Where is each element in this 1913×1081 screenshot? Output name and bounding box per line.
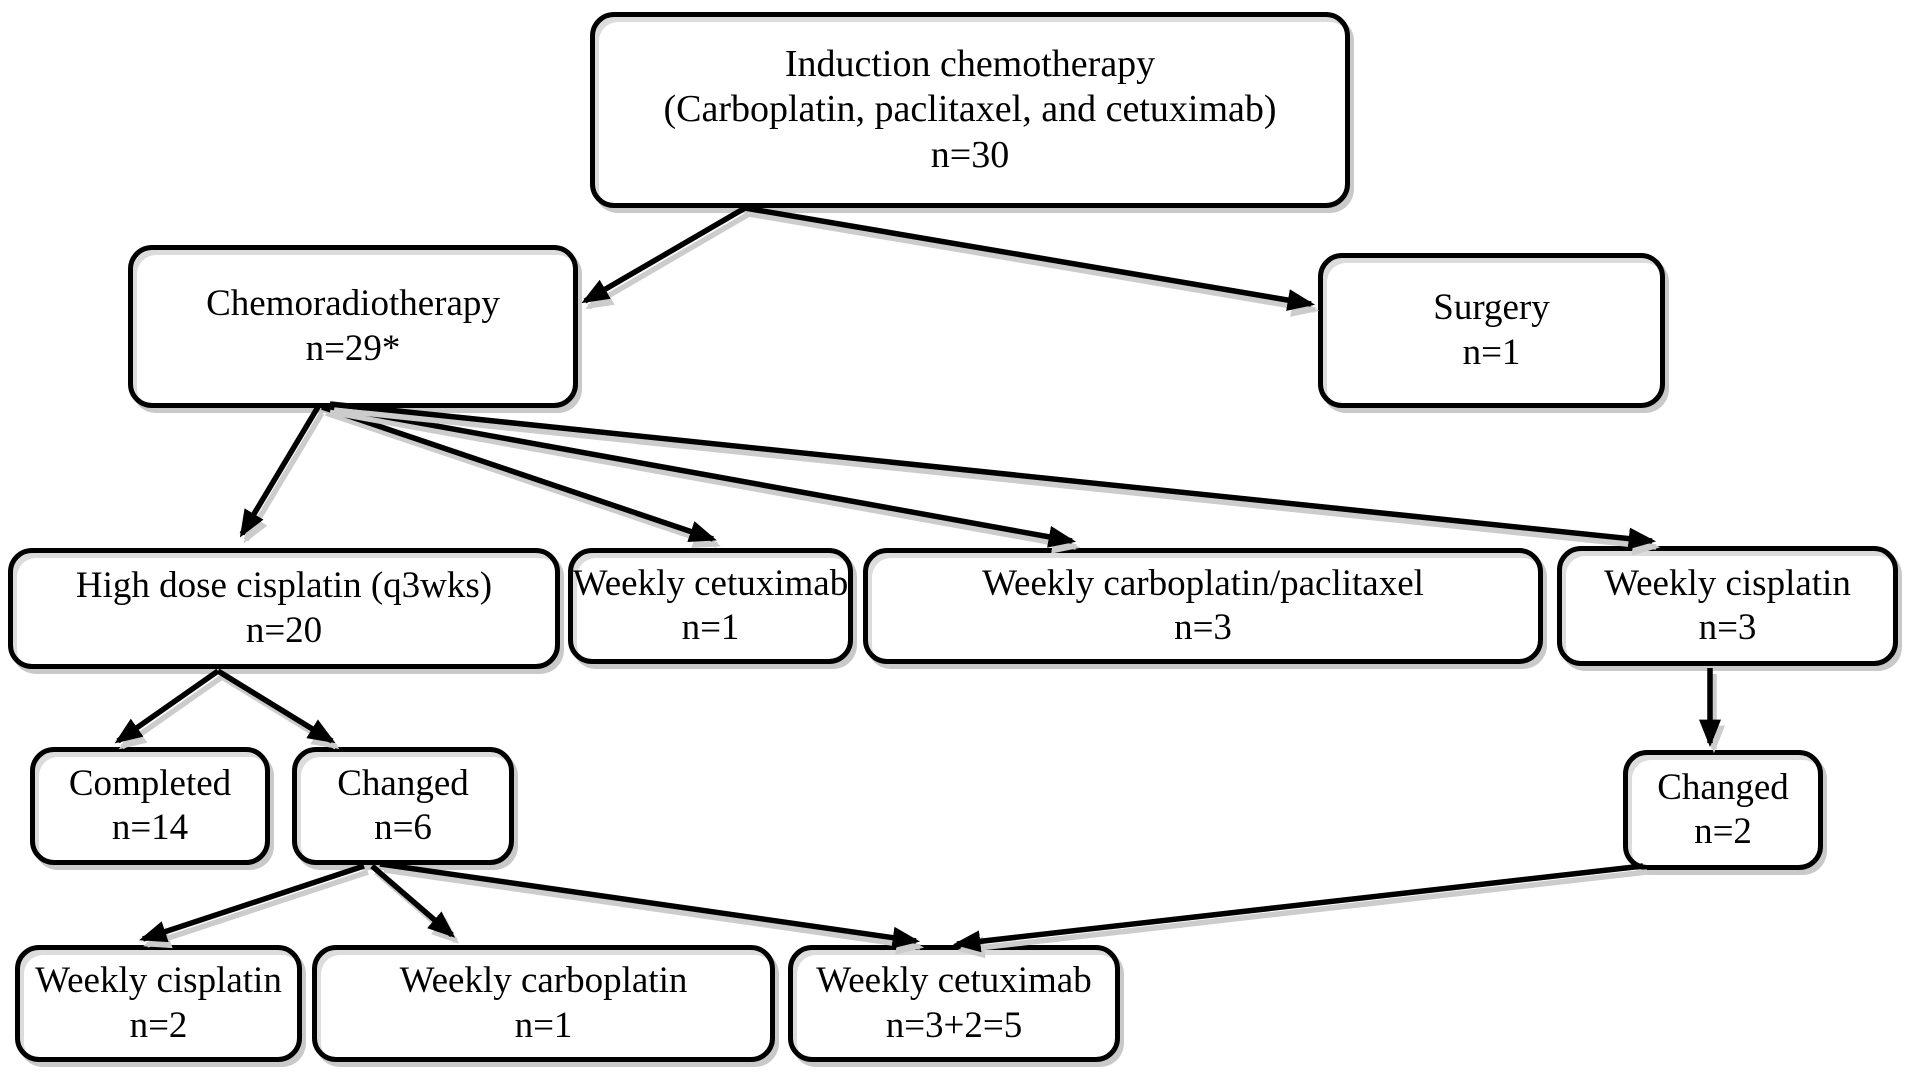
node-line: n=2 — [1694, 811, 1752, 852]
node-line: n=3+2=5 — [885, 1004, 1023, 1046]
node-induction-chemotherapy: Induction chemotherapy (Carboplatin, pac… — [590, 12, 1350, 208]
node-line: (Carboplatin, paclitaxel, and cetuximab) — [663, 88, 1277, 131]
flow-arrow — [370, 863, 456, 938]
node-line: Changed — [337, 762, 469, 804]
flow-arrow-shadow — [143, 869, 369, 949]
node-line: Weekly cisplatin — [35, 960, 282, 1002]
node-line: n=14 — [111, 807, 189, 848]
node-line: Weekly cetuximab — [572, 562, 849, 604]
flow-arrow — [379, 861, 921, 949]
node-line: n=1 — [514, 1004, 573, 1046]
flow-arrow-shadow — [748, 211, 1320, 317]
node-line: Completed — [68, 762, 232, 804]
flow-arrow-shadow — [243, 411, 325, 544]
node-line: n=6 — [374, 807, 432, 848]
node-weekly-cetuximab-n1: Weekly cetuximab n=1 — [568, 548, 853, 664]
node-line: n=1 — [1462, 331, 1521, 373]
node-line: n=1 — [681, 607, 740, 648]
flow-arrow — [325, 403, 1077, 548]
flow-arrow — [952, 863, 1644, 953]
node-changed-n6: Changed n=6 — [292, 747, 514, 865]
node-line: n=3 — [1174, 607, 1232, 648]
flow-arrow-shadow — [374, 869, 460, 944]
flow-arrow — [329, 401, 1657, 550]
node-surgery: Surgery n=1 — [1318, 253, 1665, 408]
flow-arrow — [139, 863, 365, 943]
node-weekly-carboplatin-n1: Weekly carboplatin n=1 — [312, 945, 775, 1062]
flow-arrow-shadow — [325, 410, 721, 548]
flow-arrow-shadow — [956, 869, 1648, 959]
node-line: n=2 — [129, 1004, 188, 1046]
node-line: n=3 — [1698, 607, 1757, 648]
node-line: n=30 — [930, 133, 1010, 176]
flow-arrow-shadow — [220, 674, 340, 750]
node-line: Weekly cisplatin — [1604, 562, 1851, 604]
node-line: Changed — [1657, 766, 1789, 808]
node-line: n=20 — [245, 609, 323, 651]
node-line: Weekly carboplatin — [399, 960, 688, 1002]
flow-arrow-shadow — [333, 407, 1661, 556]
node-changed-n2: Changed n=2 — [1623, 750, 1823, 870]
flow-arrow-shadow — [383, 867, 925, 955]
node-completed: Completed n=14 — [30, 747, 270, 865]
node-chemoradiotherapy: Chemoradiotherapy n=29* — [128, 245, 578, 408]
flow-arrow — [744, 205, 1316, 311]
flow-arrow — [114, 668, 220, 744]
node-line: Surgery — [1433, 287, 1550, 329]
node-weekly-cisplatin-n3: Weekly cisplatin n=3 — [1557, 546, 1898, 666]
flow-arrow-shadow — [329, 409, 1081, 554]
node-line: Chemoradiotherapy — [206, 283, 500, 325]
node-line: Induction chemotherapy — [784, 42, 1156, 85]
node-line: Weekly carboplatin/paclitaxel — [982, 562, 1424, 604]
node-weekly-cetuximab-n5: Weekly cetuximab n=3+2=5 — [788, 945, 1120, 1062]
flow-arrow — [239, 405, 321, 538]
node-line: High dose cisplatin (q3wks) — [75, 565, 493, 607]
flow-arrow — [581, 205, 747, 304]
flow-arrow-shadow — [118, 674, 224, 750]
flow-arrow — [216, 668, 336, 744]
node-weekly-carboplatin-paclitaxel: Weekly carboplatin/paclitaxel n=3 — [863, 548, 1543, 664]
flow-arrow-shadow — [585, 211, 751, 310]
node-line: n=29* — [305, 327, 401, 369]
node-high-dose-cisplatin: High dose cisplatin (q3wks) n=20 — [8, 548, 560, 669]
flow-arrow — [321, 404, 717, 542]
node-line: Weekly cetuximab — [816, 960, 1092, 1002]
node-weekly-cisplatin-n2: Weekly cisplatin n=2 — [15, 945, 302, 1062]
